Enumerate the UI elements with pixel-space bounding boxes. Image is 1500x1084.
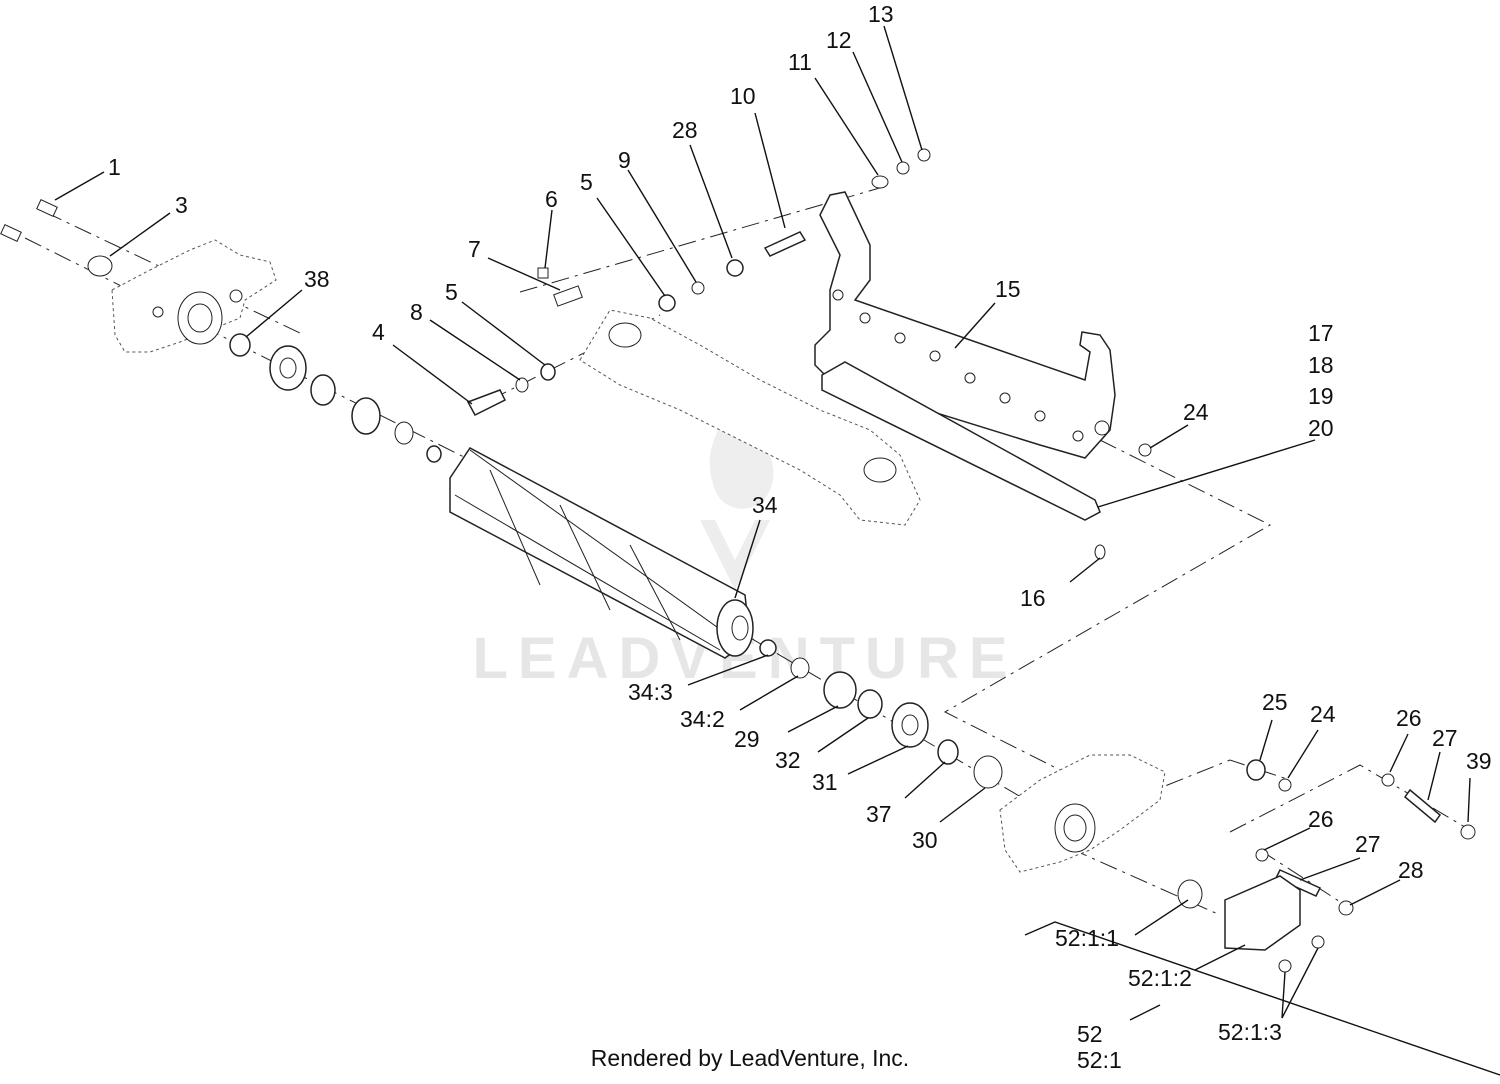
callout-16: 16 bbox=[1020, 585, 1046, 611]
callout-5-lower: 5 bbox=[445, 279, 458, 305]
callout-15: 15 bbox=[995, 276, 1021, 302]
hardware bbox=[0, 148, 1476, 973]
footer-credit: Rendered by LeadVenture, Inc. bbox=[591, 1045, 909, 1071]
callout-6: 6 bbox=[545, 186, 558, 212]
callout-30: 30 bbox=[912, 827, 938, 853]
callout-52-1: 52:1 bbox=[1077, 1047, 1122, 1073]
callout-9: 9 bbox=[618, 147, 631, 173]
callout-18: 18 bbox=[1308, 352, 1334, 378]
callout-3: 3 bbox=[175, 192, 188, 218]
callout-34: 34 bbox=[752, 492, 778, 518]
callout-10: 10 bbox=[730, 83, 756, 109]
callout-24-lower: 24 bbox=[1310, 701, 1336, 727]
callouts: 1 3 38 7 6 5 9 28 10 11 12 13 8 5 4 15 1… bbox=[108, 1, 1492, 1073]
callout-39: 39 bbox=[1466, 748, 1492, 774]
center-frame bbox=[579, 309, 921, 526]
bedbar-bracket bbox=[814, 191, 1116, 459]
callout-26-lower: 26 bbox=[1308, 806, 1334, 832]
leader-lines bbox=[54, 25, 1500, 1076]
callout-52-1-2: 52:1:2 bbox=[1128, 965, 1192, 991]
left-side-plate bbox=[111, 239, 277, 353]
callout-26-upper: 26 bbox=[1396, 705, 1422, 731]
reel bbox=[449, 447, 754, 659]
callout-13: 13 bbox=[868, 1, 894, 27]
callout-32: 32 bbox=[775, 747, 801, 773]
callout-52-1-3: 52:1:3 bbox=[1218, 1019, 1282, 1045]
callout-8: 8 bbox=[410, 299, 423, 325]
callout-27-lower: 27 bbox=[1355, 831, 1381, 857]
callout-7: 7 bbox=[468, 236, 481, 262]
callout-17: 17 bbox=[1308, 320, 1334, 346]
callout-27-upper: 27 bbox=[1432, 725, 1458, 751]
callout-37: 37 bbox=[866, 801, 892, 827]
callout-31: 31 bbox=[812, 769, 838, 795]
callout-52: 52 bbox=[1077, 1021, 1103, 1047]
callout-1: 1 bbox=[108, 154, 121, 180]
callout-28-lower: 28 bbox=[1398, 857, 1424, 883]
callout-34-2: 34:2 bbox=[680, 706, 725, 732]
callout-28-upper: 28 bbox=[672, 117, 698, 143]
callout-29: 29 bbox=[734, 726, 760, 752]
callout-24-upper: 24 bbox=[1183, 399, 1209, 425]
callout-25: 25 bbox=[1262, 689, 1288, 715]
bedknife bbox=[821, 361, 1101, 521]
callout-19: 19 bbox=[1308, 383, 1334, 409]
callout-12: 12 bbox=[826, 27, 852, 53]
callout-11: 11 bbox=[788, 49, 812, 75]
callout-5-upper: 5 bbox=[580, 169, 593, 195]
right-side-plate bbox=[999, 754, 1166, 873]
callout-4: 4 bbox=[372, 319, 385, 345]
callout-38: 38 bbox=[304, 266, 330, 292]
callout-20: 20 bbox=[1308, 415, 1334, 441]
callout-52-1-1: 52:1:1 bbox=[1055, 925, 1119, 951]
callout-34-3: 34:3 bbox=[628, 679, 673, 705]
